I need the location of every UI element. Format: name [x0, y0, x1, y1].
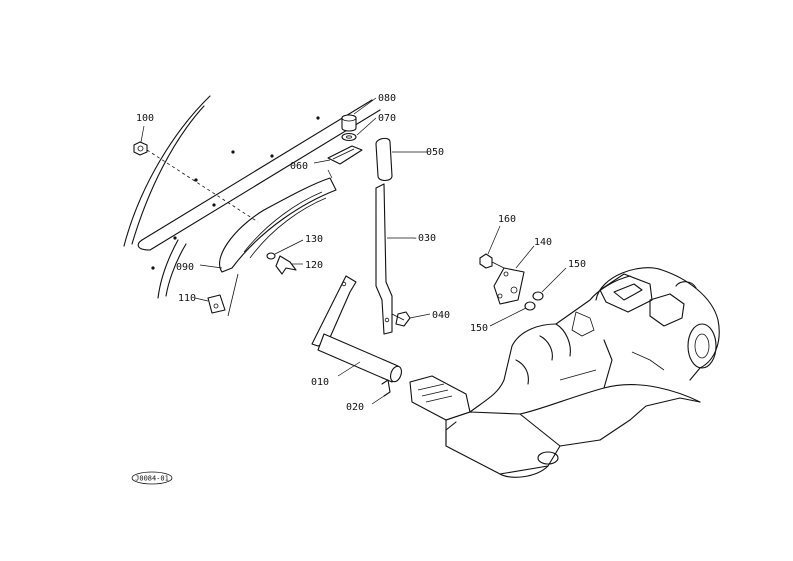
- part-070-washer: [341, 117, 377, 142]
- part-090-lever-guide: [199, 169, 337, 317]
- label-020: 020: [346, 402, 364, 413]
- part-010-shaft: [311, 275, 402, 383]
- label-090: 090: [176, 262, 194, 273]
- part-060-plate: [313, 145, 363, 165]
- label-010: 010: [311, 377, 329, 388]
- part-140-plate: [493, 245, 535, 305]
- part-040-bolt: [391, 311, 431, 327]
- part-160-bolt: [479, 225, 505, 269]
- drawing-code-badge: J0084-01: [131, 471, 173, 485]
- label-150-lower: 150: [470, 323, 488, 334]
- part-050-grip: [375, 137, 428, 182]
- label-050: 050: [426, 147, 444, 158]
- label-150-upper: 150: [568, 259, 586, 270]
- label-110: 110: [178, 293, 196, 304]
- drawing-code-text: J0084-01: [135, 475, 169, 483]
- label-140: 140: [534, 237, 552, 248]
- label-100: 100: [136, 113, 154, 124]
- transmission-housing: [409, 267, 720, 478]
- part-150-bushing-b: [489, 301, 536, 327]
- label-040: 040: [432, 310, 450, 321]
- label-070: 070: [378, 113, 396, 124]
- label-060: 060: [290, 161, 308, 172]
- label-130: 130: [305, 234, 323, 245]
- label-160: 160: [498, 214, 516, 225]
- part-110-clip: [194, 294, 226, 314]
- part-100-nut: [133, 125, 148, 156]
- part-030-lever: [375, 183, 414, 335]
- part-130-washer: [266, 239, 304, 260]
- part-120-wing-bolt: [275, 255, 303, 275]
- part-080-knob: [341, 97, 377, 132]
- part-labels: 100 080 070 060 050 -030 130 120 090 110…: [136, 93, 586, 413]
- label-030: -030: [412, 233, 436, 244]
- part-150-bushing-a: [532, 267, 567, 301]
- label-120: 120: [305, 260, 323, 271]
- fender-panel: [123, 95, 381, 299]
- label-080: 080: [378, 93, 396, 104]
- part-020-pin: [371, 379, 391, 405]
